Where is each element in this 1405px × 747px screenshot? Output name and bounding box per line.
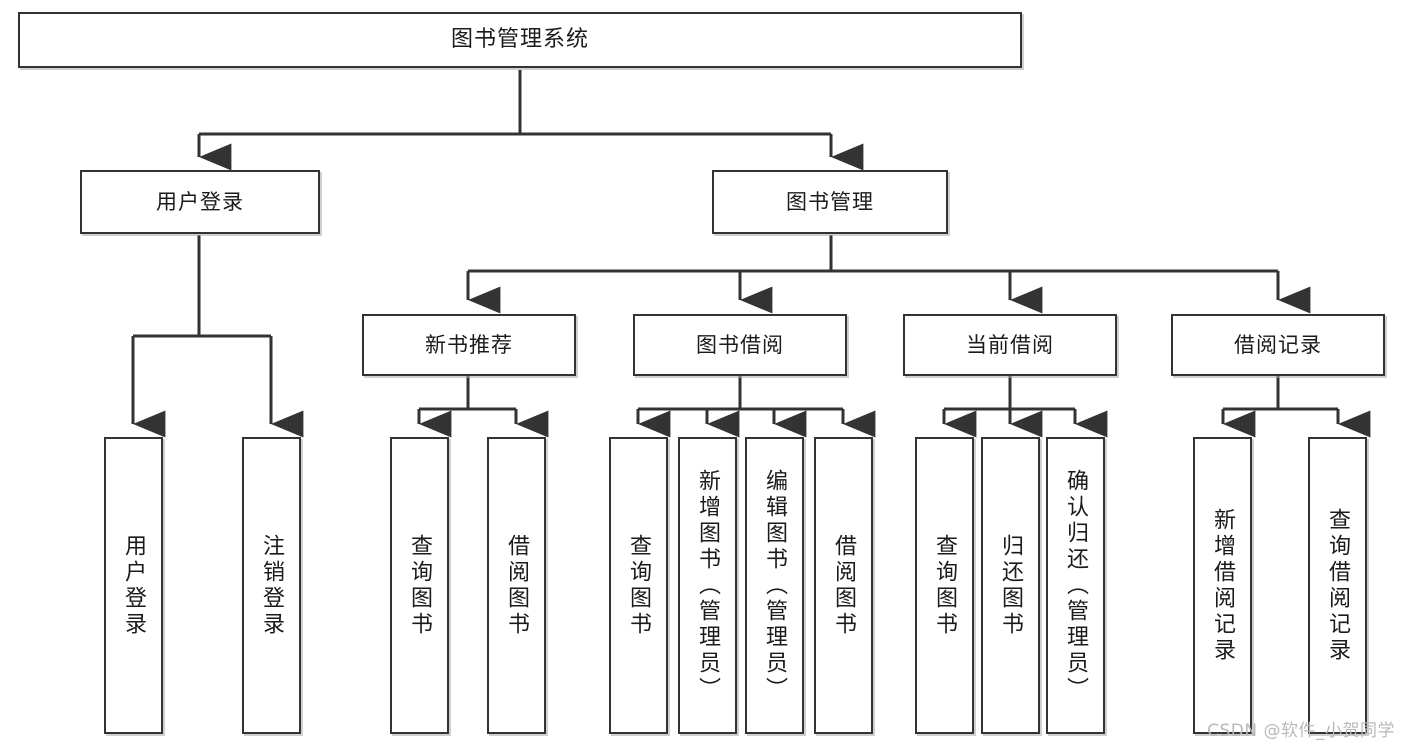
node-new-book-recommendation[interactable]: 新书推荐: [362, 314, 576, 376]
leaf-logout[interactable]: 注销登录: [242, 437, 301, 734]
node-book-management[interactable]: 图书管理: [712, 170, 948, 234]
leaf-borrow-books-borrowing[interactable]: 借阅图书: [814, 437, 873, 734]
leaf-borrow-books-recommendation[interactable]: 借阅图书: [487, 437, 546, 734]
node-label: 借阅图书: [831, 533, 857, 638]
node-label: 借阅记录: [1234, 332, 1322, 357]
node-label: 用户登录: [156, 189, 244, 214]
node-label: 当前借阅: [966, 332, 1054, 357]
node-book-borrowing[interactable]: 图书借阅: [633, 314, 847, 376]
node-user-login[interactable]: 用户登录: [80, 170, 320, 234]
node-label: 注销登录: [259, 533, 285, 638]
watermark-text: CSDN @软件_小贺同学: [1207, 721, 1395, 741]
leaf-user-login[interactable]: 用户登录: [104, 437, 163, 734]
node-label: 图书管理: [786, 189, 874, 214]
leaf-query-books-borrowing[interactable]: 查询图书: [609, 437, 668, 734]
node-label: 确认归还（管理员）: [1063, 468, 1089, 703]
node-label: 新书推荐: [425, 332, 513, 357]
node-label: 借阅图书: [504, 533, 530, 638]
leaf-query-borrow-record[interactable]: 查询借阅记录: [1308, 437, 1367, 734]
node-label: 查询图书: [407, 533, 433, 638]
leaf-add-borrow-record[interactable]: 新增借阅记录: [1193, 437, 1252, 734]
node-label: 查询图书: [626, 533, 652, 638]
leaf-add-book-admin[interactable]: 新增图书（管理员）: [678, 437, 737, 734]
leaf-confirm-return-admin[interactable]: 确认归还（管理员）: [1046, 437, 1105, 734]
node-label: 编辑图书（管理员）: [762, 468, 788, 703]
node-label: 用户登录: [121, 533, 147, 638]
node-label: 查询借阅记录: [1325, 507, 1351, 664]
leaf-query-books-current[interactable]: 查询图书: [915, 437, 974, 734]
leaf-edit-book-admin[interactable]: 编辑图书（管理员）: [745, 437, 804, 734]
node-label: 新增借阅记录: [1210, 507, 1236, 664]
node-label: 新增图书（管理员）: [695, 468, 721, 703]
node-current-borrowing[interactable]: 当前借阅: [903, 314, 1117, 376]
node-label: 归还图书: [998, 533, 1024, 638]
leaf-return-books[interactable]: 归还图书: [981, 437, 1040, 734]
node-label: 查询图书: [932, 533, 958, 638]
leaf-query-books-recommendation[interactable]: 查询图书: [390, 437, 449, 734]
node-label: 图书管理系统: [450, 27, 589, 53]
node-borrow-records[interactable]: 借阅记录: [1171, 314, 1385, 376]
node-label: 图书借阅: [696, 332, 784, 357]
node-root-library-management-system[interactable]: 图书管理系统: [18, 12, 1022, 68]
